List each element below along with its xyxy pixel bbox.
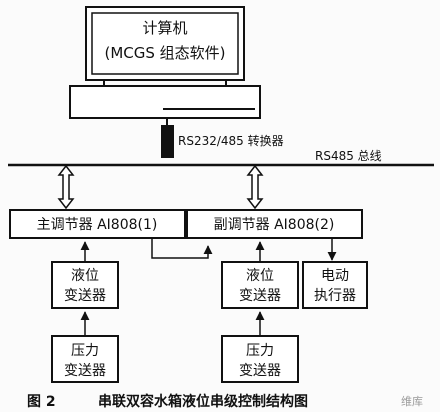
actuator-line1: 电动 <box>321 268 349 284</box>
pressure-transmitter-2: 压力 变送器 <box>221 335 299 383</box>
caption-figure-number: 图 2 <box>27 394 56 410</box>
pressure-transmitter-2-line2: 变送器 <box>239 363 281 379</box>
level-transmitter-1: 液位 变送器 <box>51 261 119 309</box>
level-transmitter-1-box <box>51 261 119 309</box>
level-transmitter-2-line2: 变送器 <box>239 288 281 304</box>
electric-actuator: 电动 执行器 <box>302 261 368 309</box>
pressure-transmitter-2-line1: 压力 <box>246 343 274 359</box>
main-regulator-label: 主调节器 AI808(1) <box>37 217 158 233</box>
sub-regulator-label: 副调节器 AI808(2) <box>214 217 335 233</box>
pressure-transmitter-2-box <box>221 335 299 383</box>
pressure-transmitter-1: 压力 变送器 <box>51 335 119 383</box>
converter-block <box>161 125 174 158</box>
computer: 计算机 (MCGS 组态软件) <box>69 6 261 119</box>
converter-label: RS232/485 转换器 <box>178 133 284 148</box>
actuator-box <box>302 261 368 309</box>
main-bus-double-arrow <box>57 164 75 210</box>
main-regulator: 主调节器 AI808(1) <box>9 209 186 239</box>
figure-caption: 图 2 串联双容水箱液位串级控制结构图 <box>27 393 308 410</box>
watermark: 维库 <box>401 395 423 408</box>
level-transmitter-2-line1: 液位 <box>246 268 274 284</box>
pressure-transmitter-1-line2: 变送器 <box>64 363 106 379</box>
pressure-transmitter-1-box <box>51 335 119 383</box>
level-transmitter-1-line2: 变送器 <box>64 288 106 304</box>
computer-software: (MCGS 组态软件) <box>104 44 225 62</box>
computer-base <box>69 85 261 119</box>
rs485-bus: RS485 总线 <box>8 149 434 167</box>
caption-title: 串联双容水箱液位串级控制结构图 <box>98 393 308 410</box>
sub-regulator-box <box>186 209 363 239</box>
bus-label: RS485 总线 <box>315 149 382 163</box>
level-transmitter-1-line1: 液位 <box>71 268 99 284</box>
monitor-screen <box>91 12 239 75</box>
main-regulator-box <box>9 209 186 239</box>
sub-regulator: 副调节器 AI808(2) <box>186 209 363 239</box>
actuator-line2: 执行器 <box>314 288 356 304</box>
level-transmitter-2: 液位 变送器 <box>221 261 299 309</box>
computer-title: 计算机 <box>142 19 187 37</box>
main-to-sub-connection <box>151 238 213 259</box>
converter: RS232/485 转换器 <box>161 118 284 158</box>
pressure-transmitter-1-line1: 压力 <box>71 343 99 359</box>
sub-bus-double-arrow <box>246 164 264 210</box>
